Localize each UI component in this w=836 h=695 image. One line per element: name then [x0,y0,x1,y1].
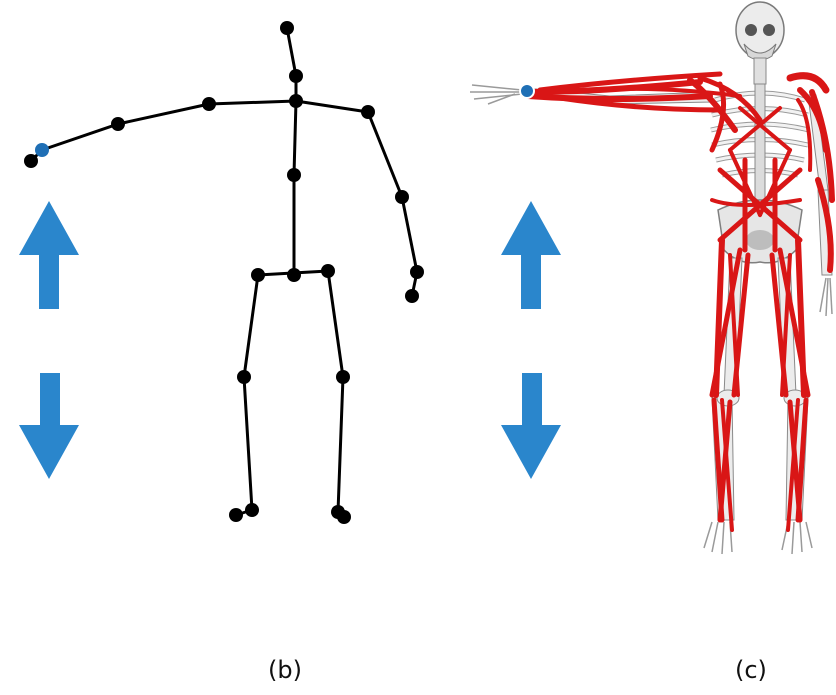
skull [736,2,784,60]
joint-dot [289,94,303,108]
joint-dot [336,370,350,384]
spine-bone [294,101,296,175]
wrist-marker-dot [520,84,534,98]
joint-dot [410,265,424,279]
skeleton-joints [24,21,424,524]
joint-dot [229,508,243,522]
forearm-bone [402,197,417,272]
joint-dot [251,268,265,282]
panel-caption-b: (b) [268,656,302,684]
hand-right [820,278,832,316]
arrow-down-icon [501,373,561,479]
shin-bone [244,377,252,510]
hand-bone [42,124,118,150]
joint-dot [337,510,351,524]
joint-dot [111,117,125,131]
wrist-marker-dot [35,143,49,157]
joint-dot [280,21,294,35]
joint-dot [202,97,216,111]
joint-dot [287,268,301,282]
joint-dot [24,154,38,168]
neck-bone [287,28,296,76]
shin-bone [338,377,343,512]
arrow-up-icon [501,201,561,309]
joint-dot [405,289,419,303]
joint-dot [245,503,259,517]
thigh-bone [328,271,343,377]
thigh-bone [244,275,258,377]
upper-arm-bone [209,101,296,104]
feet [704,522,812,554]
joint-dot [287,168,301,182]
hand-left [470,85,522,104]
arrow-down-icon [19,373,79,479]
joint-dot [321,264,335,278]
joint-dot [395,190,409,204]
joint-dot [289,69,303,83]
joint-dot [237,370,251,384]
forearm-bone [118,104,209,124]
stick-skeleton [31,28,417,517]
shoulder-bone [296,101,368,112]
upper-arm-bone [368,112,402,197]
panel-caption-c: (c) [735,656,767,684]
joint-dot [361,105,375,119]
arrow-up-icon [19,201,79,309]
